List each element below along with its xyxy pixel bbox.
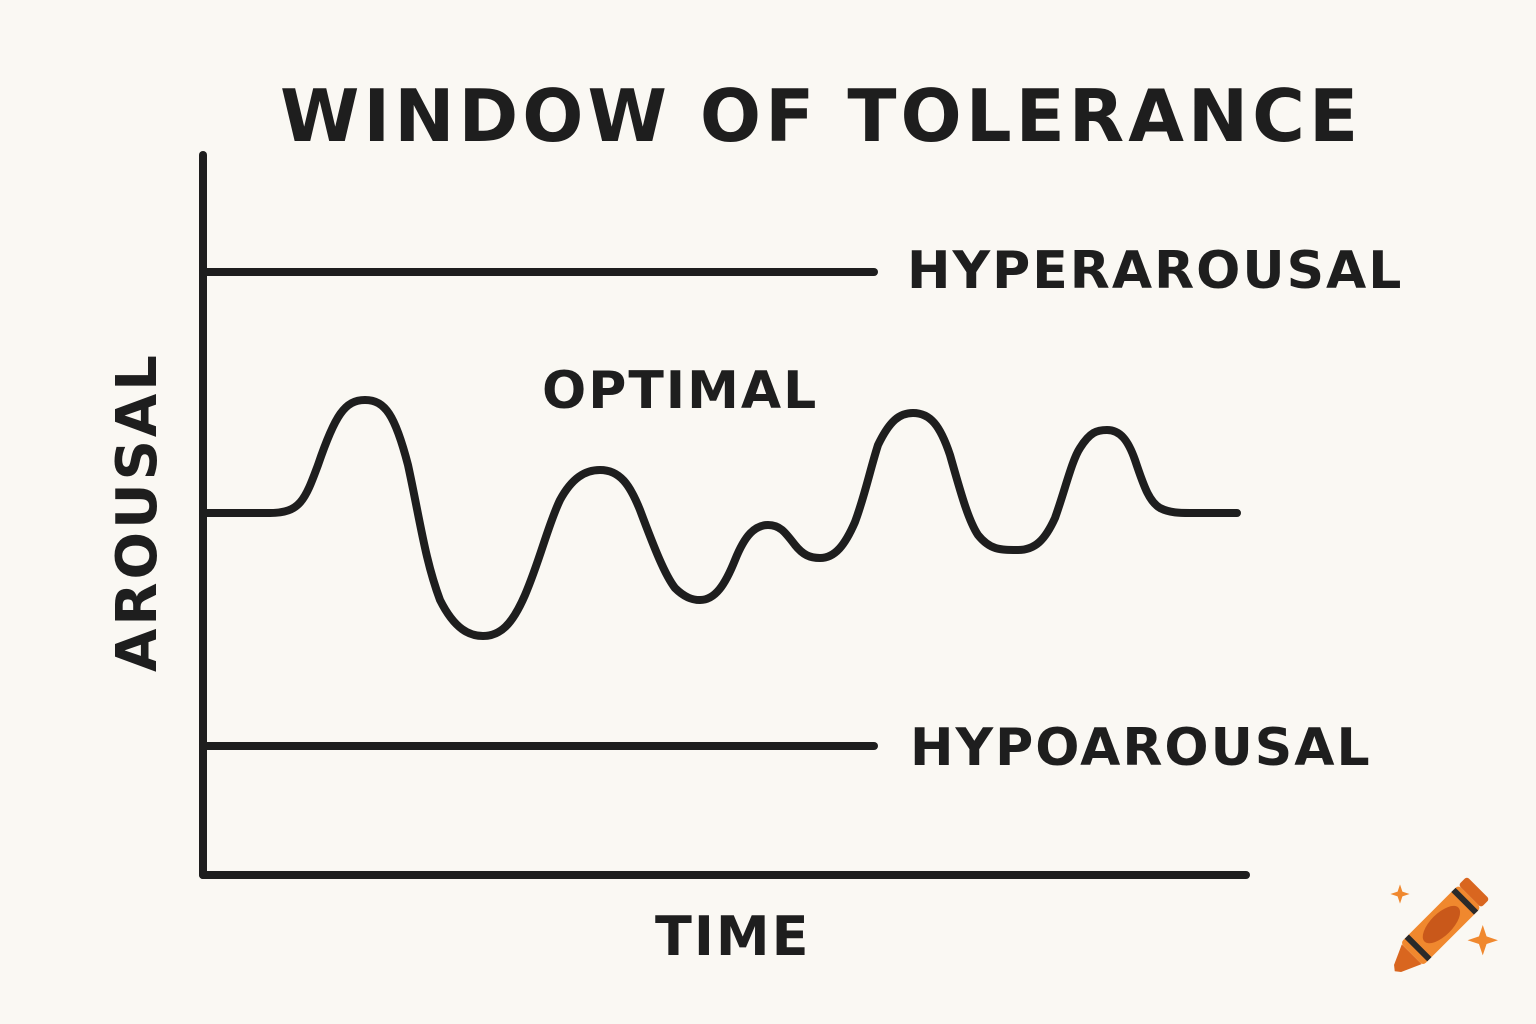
arousal-wave-line [199,396,1241,640]
hypoarousal-label: HYPOAROUSAL [910,718,1372,778]
optimal-label: OPTIMAL [542,361,819,421]
crayon-icon [1390,877,1498,972]
diagram-title: WINDOW OF TOLERANCE [280,74,1363,158]
y-axis-label: AROUSAL [105,352,170,672]
x-axis-label: TIME [655,905,811,968]
hyperarousal-label: HYPERAROUSAL [907,241,1404,301]
